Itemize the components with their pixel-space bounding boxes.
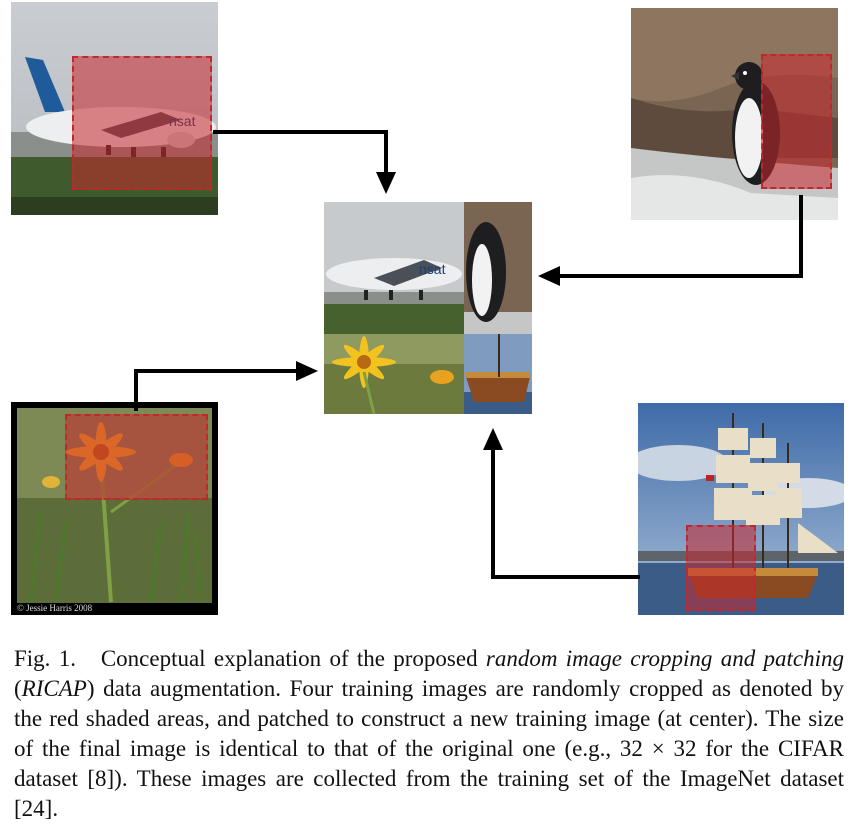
patched-result-image: nsat xyxy=(324,202,532,414)
arrow-penguin xyxy=(555,195,803,278)
figure-caption: Fig. 1. Conceptual explanation of the pr… xyxy=(14,644,844,824)
arrowhead-flower xyxy=(296,361,318,381)
arrow-flower xyxy=(134,369,300,411)
airplane-image: nsat xyxy=(11,2,218,215)
caption-text-1: Conceptual explanation of the proposed xyxy=(100,646,486,671)
caption-italic-ricap: RICAP xyxy=(21,676,87,701)
arrowhead-ship xyxy=(483,428,503,450)
arrow-ship xyxy=(491,445,640,579)
arrowhead-airplane xyxy=(376,172,396,194)
arrow-airplane xyxy=(213,130,388,180)
crop-region-airplane xyxy=(72,56,212,190)
flower-image: © Jessie Harris 2008 xyxy=(11,402,218,615)
caption-text-2: ( xyxy=(14,676,22,701)
crop-region-penguin xyxy=(761,54,832,189)
arrowhead-penguin xyxy=(538,266,560,286)
penguin-image xyxy=(631,8,838,220)
ship-image xyxy=(638,403,844,615)
crop-region-flower xyxy=(65,414,208,500)
patched-livery-text: nsat xyxy=(419,261,446,277)
caption-italic-ricap-full: random image cropping and patching xyxy=(485,646,844,671)
caption-prefix: Fig. 1. xyxy=(14,646,76,671)
caption-text-3: ) data augmentation. Four training image… xyxy=(14,676,844,821)
crop-region-ship xyxy=(686,525,756,611)
arrow-connectors xyxy=(134,130,803,579)
image-credit: © Jessie Harris 2008 xyxy=(17,603,93,613)
